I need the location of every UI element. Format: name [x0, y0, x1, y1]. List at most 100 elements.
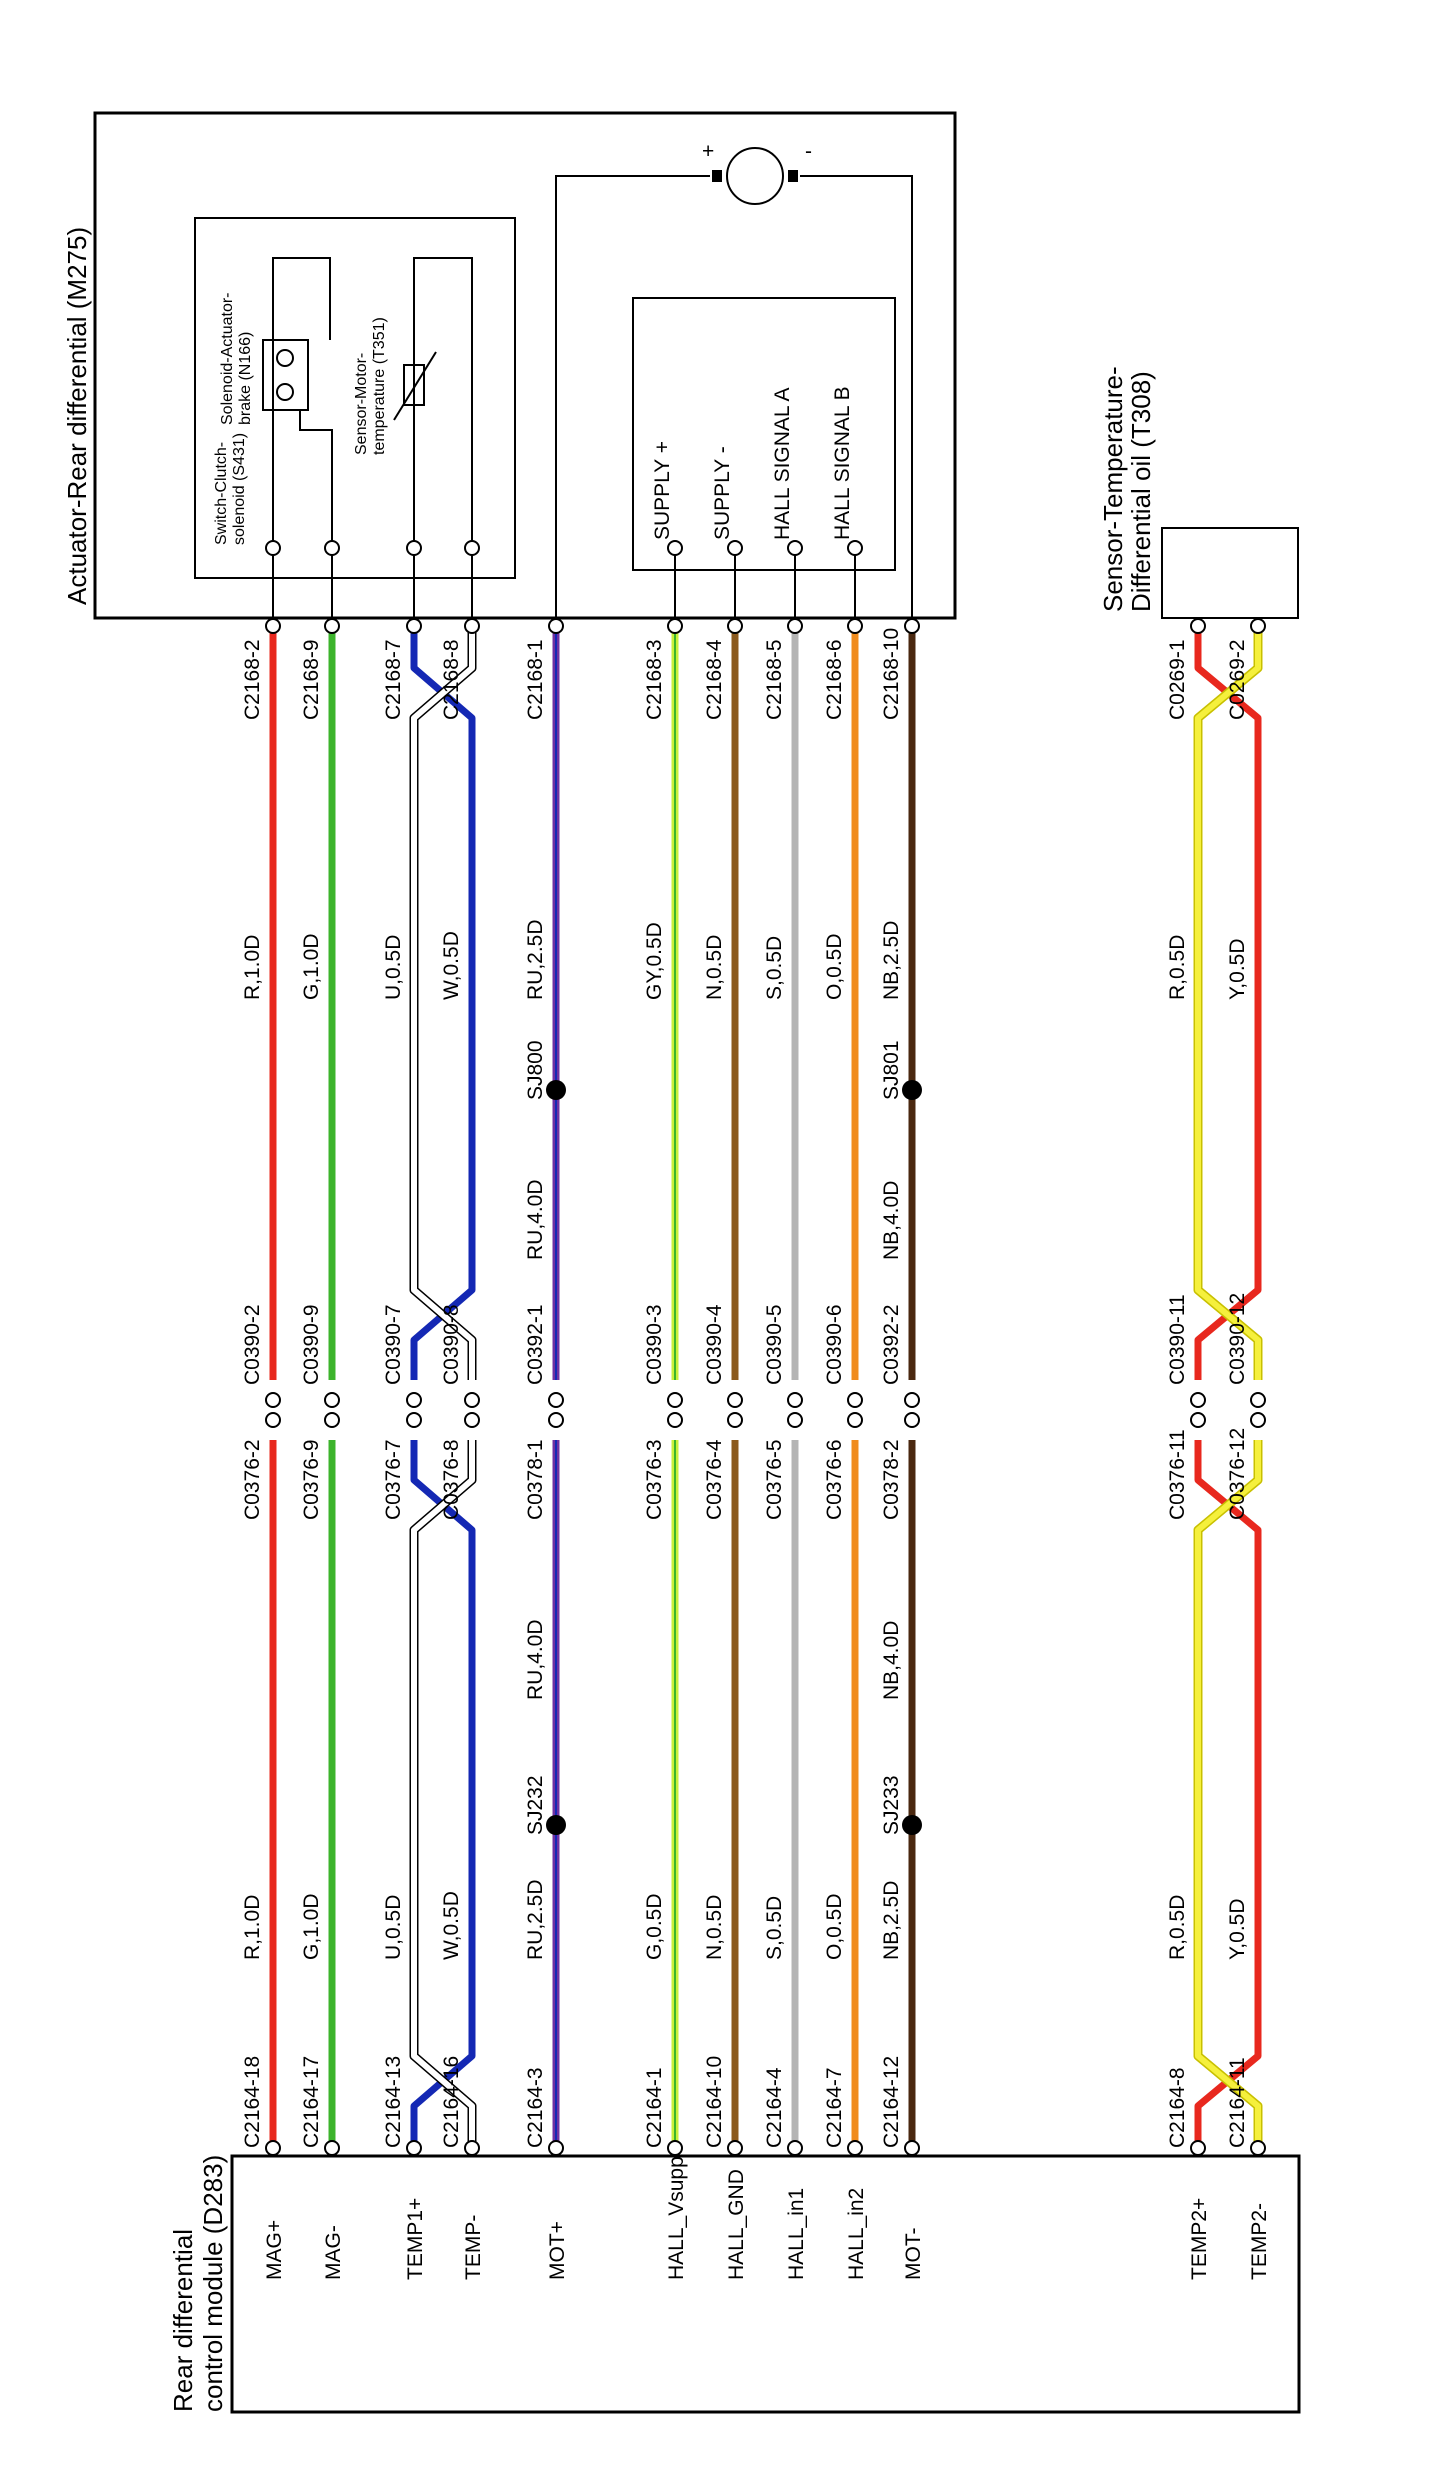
spec-a-HALL_GND: N,0.5D	[703, 935, 726, 1000]
spec-b-TEMP1+: U,0.5D	[382, 1895, 405, 1960]
motor-terminal-plus	[712, 170, 722, 182]
conn-actuator-MOT-: C2168-10	[880, 628, 903, 720]
pin-HALL_GND-mid-a	[727, 1392, 743, 1408]
pin-MOT--module	[904, 2140, 920, 2156]
pin-TEMP2--mid-b	[1250, 1412, 1266, 1428]
pin-TEMP2+-mid-b	[1190, 1412, 1206, 1428]
spec-b-HALL_in1: S,0.5D	[763, 1896, 786, 1960]
solenoid-contact-a	[276, 349, 294, 367]
clutch-label-2: solenoid (S431)	[231, 433, 248, 545]
splice-dot-a-MOT-	[902, 1080, 922, 1100]
spec-b-HALL_GND: N,0.5D	[703, 1895, 726, 1960]
pin-HALL_GND-module	[727, 2140, 743, 2156]
module-pin-HALL_GND: HALL_GND	[725, 2169, 748, 2280]
conn-mid-a-TEMP1+: C0390-7	[382, 1304, 405, 1385]
pin-TEMP2+-mid-a	[1190, 1392, 1206, 1408]
solenoid-sensor-box	[194, 217, 516, 579]
pin-HALL_Vsupp-mid-a	[667, 1392, 683, 1408]
conn-module-HALL_GND: C2164-10	[703, 2056, 726, 2148]
conn-module-HALL_in1: C2164-4	[763, 2067, 786, 2148]
hall-pin-label-0: SUPPLY +	[651, 441, 674, 540]
conn-mid-b-TEMP1+: C0376-7	[382, 1439, 405, 1520]
spec-a2-MOT-: NB,4.0D	[880, 1181, 903, 1260]
spec-b2-MOT-: NB,4.0D	[880, 1621, 903, 1700]
conn-actuator-HALL_in2: C2168-6	[823, 639, 846, 720]
spec-a-TEMP-: W,0.5D	[440, 931, 463, 1000]
conn-mid-b-MOT-: C0378-2	[880, 1439, 903, 1520]
motor-loop	[555, 175, 710, 618]
spec-a-TEMP2-: Y,0.5D	[1226, 939, 1249, 1001]
actuator-box	[93, 111, 957, 620]
conn-mid-a-MOT-: C0392-2	[880, 1304, 903, 1385]
pin-TEMP2--actuator	[1250, 618, 1266, 634]
spec-a-HALL_in1: S,0.5D	[763, 936, 786, 1000]
wire-TEMP2+-seg0	[1194, 628, 1262, 1380]
actuator-title: Actuator-Rear differential (M275)	[62, 227, 92, 605]
inner-pin-2	[406, 540, 422, 556]
hall-pin-label-2: HALL SIGNAL A	[771, 387, 794, 540]
conn-actuator-MAG-: C2168-9	[300, 639, 323, 720]
spec-a2-MOT+: RU,4.0D	[524, 1179, 547, 1260]
conn-mid-b-TEMP-: C0376-8	[440, 1439, 463, 1520]
thermistor-icon	[403, 364, 425, 406]
spec-a-TEMP2+: R,0.5D	[1166, 935, 1189, 1000]
conn-actuator-MOT+: C2168-1	[524, 639, 547, 720]
splice-b-MOT-: SJ233	[880, 1775, 903, 1835]
pin-TEMP--mid-b	[464, 1412, 480, 1428]
hall-pin-0	[667, 540, 683, 556]
pin-HALL_GND-mid-b	[727, 1412, 743, 1428]
pin-HALL_in1-mid-b	[787, 1412, 803, 1428]
spec-a-MOT-: NB,2.5D	[880, 921, 903, 1000]
module-title-1: Rear differential	[168, 2229, 198, 2412]
module-pin-HALL_in1: HALL_in1	[785, 2188, 808, 2280]
module-pin-TEMP2-: TEMP2-	[1248, 2203, 1271, 2280]
wire-labels: C2168-2R,1.0DC0390-2C0376-2R,1.0DC2164-1…	[241, 386, 1271, 2280]
wire-TEMP--seg0	[411, 628, 475, 1380]
inner-pin-1	[324, 540, 340, 556]
pin-TEMP2--module	[1250, 2140, 1266, 2156]
motor-plus-label: +	[702, 140, 714, 163]
pin-MOT+-mid-b	[548, 1412, 564, 1428]
wire-TEMP--seg1	[411, 1440, 475, 2146]
module-pin-HALL_in2: HALL_in2	[845, 2188, 868, 2280]
brake-label-1: Solenoid-Actuator-	[219, 292, 236, 425]
pin-MAG+-actuator	[265, 618, 281, 634]
conn-module-MAG-: C2164-17	[300, 2056, 323, 2148]
hall-pin-2	[787, 540, 803, 556]
oil-temp-sensor-box	[1161, 527, 1299, 619]
pin-TEMP2--mid-a	[1250, 1392, 1266, 1408]
hall-pin-label-3: HALL SIGNAL B	[831, 386, 854, 540]
wire-TEMP2--seg1	[1195, 1440, 1261, 2146]
motor-icon	[726, 147, 784, 205]
solenoid-wire-a	[272, 257, 331, 548]
conn-mid-b-MAG-: C0376-9	[300, 1439, 323, 1520]
conn-mid-b-MAG+: C0376-2	[241, 1439, 264, 1520]
pin-HALL_Vsupp-module	[667, 2140, 683, 2156]
conn-mid-b-TEMP2+: C0376-11	[1166, 1429, 1189, 1520]
pin-TEMP1+-actuator	[406, 618, 422, 634]
conn-mid-a-TEMP2-: C0390-12	[1226, 1293, 1249, 1385]
component-boxes	[93, 111, 1301, 2414]
solenoid-wire-b	[299, 410, 333, 548]
text-layer: Actuator-Rear differential (M275) Sensor…	[62, 140, 1156, 2412]
pin-MOT+-mid-a	[548, 1392, 564, 1408]
wires-layer	[269, 628, 1263, 2146]
module-pin-HALL_Vsupp: HALL_Vsupp	[665, 2156, 688, 2280]
conn-actuator-MAG+: C2168-2	[241, 639, 264, 720]
wire-TEMP2--seg0	[1195, 628, 1261, 1380]
motor-terminal-minus	[788, 170, 798, 182]
spec-b-MOT-: NB,2.5D	[880, 1881, 903, 1960]
conn-mid-a-MAG+: C0390-2	[241, 1304, 264, 1385]
module-title-2: control module (D283)	[198, 2155, 228, 2412]
conn-actuator-TEMP-: C2168-8	[440, 639, 463, 720]
conn-actuator-HALL_Vsupp: C2168-3	[643, 639, 666, 720]
pin-TEMP--actuator	[464, 618, 480, 634]
pin-HALL_in1-module	[787, 2140, 803, 2156]
hall-pin-3	[847, 540, 863, 556]
conn-actuator-TEMP2-: C0269-2	[1226, 639, 1249, 720]
conn-mid-a-TEMP2+: C0390-11	[1166, 1294, 1189, 1385]
pin-MAG+-mid-b	[265, 1412, 281, 1428]
hall-sensor-box	[632, 297, 896, 571]
pin-HALL_GND-actuator	[727, 618, 743, 634]
